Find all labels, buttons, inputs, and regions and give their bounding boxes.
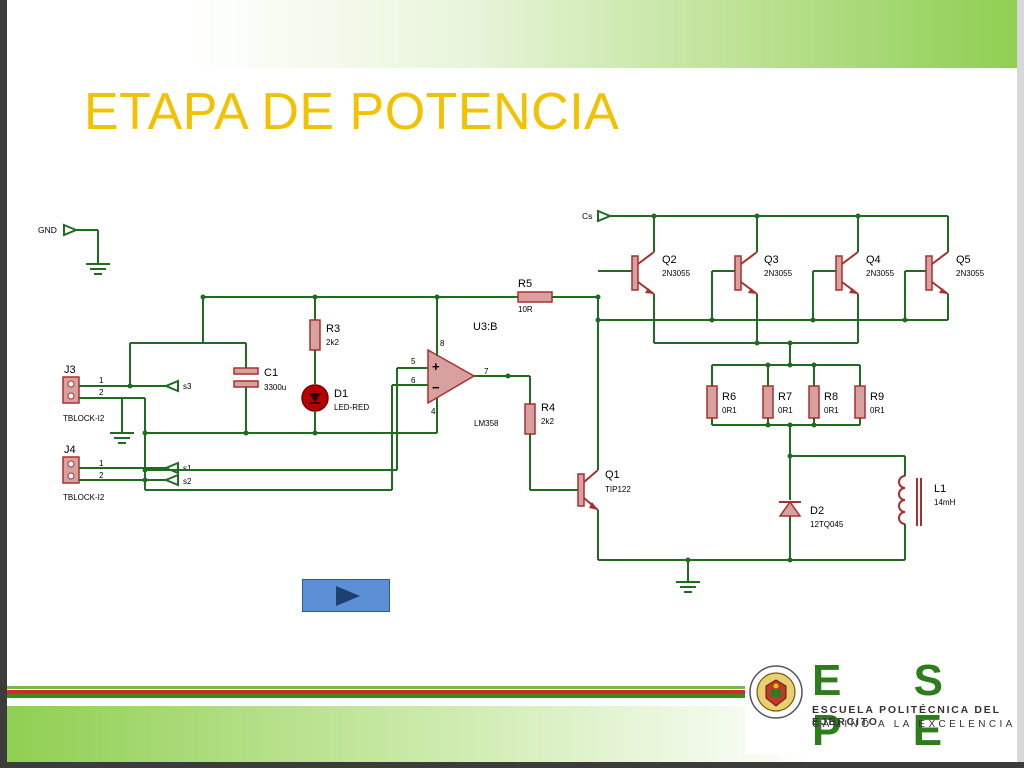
footer-stripe-green [7, 694, 747, 698]
footer-stripe-red [7, 690, 747, 694]
header-gradient-band [7, 0, 1017, 68]
q5-ref: Q5 [956, 254, 971, 266]
led-d1: D1 LED-RED [301, 384, 369, 433]
slide-title: ETAPA DE POTENCIA [84, 83, 620, 141]
frame-bottom-border [0, 762, 1024, 768]
r9-value: 0R1 [870, 406, 885, 415]
resistor-r5: R5 10R [517, 278, 598, 314]
inductor-l1: L1 14mH [898, 475, 956, 560]
j4-pin2: 2 [99, 471, 104, 480]
u3-value: LM358 [474, 419, 499, 428]
r6-value: 0R1 [722, 406, 737, 415]
espe-wordmark: E S P E [812, 656, 973, 755]
diode-d2: D2 12TQ045 [778, 456, 844, 560]
transistor-q3: Q3 2N3055 [711, 216, 793, 343]
q2-value: 2N3055 [662, 269, 691, 278]
r5-ref: R5 [518, 278, 532, 290]
s1-label: s1 [183, 464, 192, 473]
u3-pin5: 5 [411, 357, 416, 366]
r3-ref: R3 [326, 323, 340, 335]
q3-ref: Q3 [764, 254, 779, 266]
q1-ref: Q1 [605, 469, 620, 481]
footer-stripe-light-green [7, 686, 747, 689]
opamp-plus: + [432, 359, 440, 374]
u3-pin8: 8 [440, 339, 445, 348]
cs-terminal: Cs [582, 209, 948, 223]
r7-ref: R7 [778, 391, 792, 403]
gnd-terminal: GND [38, 223, 110, 275]
d2-ref: D2 [810, 505, 824, 517]
opamp-u3b: + − 5 6 7 8 4 U3:B LM358 [411, 297, 530, 433]
resistor-r8: R8 0R1 [808, 365, 839, 425]
d2-value: 12TQ045 [810, 520, 844, 529]
u3-ref: U3:B [473, 321, 497, 333]
j4-ref: J4 [64, 444, 76, 456]
connector-j3: J3 1 2 TBLOCK-I2 [62, 364, 105, 423]
resistor-r4: R4 2k2 [524, 376, 578, 491]
r6-ref: R6 [722, 391, 736, 403]
espe-seal-icon [749, 665, 803, 719]
r7-value: 0R1 [778, 406, 793, 415]
resistor-r9: R9 0R1 [854, 365, 885, 425]
r8-value: 0R1 [824, 406, 839, 415]
j4-pin1: 1 [99, 459, 104, 468]
r8-ref: R8 [824, 391, 838, 403]
r4-ref: R4 [541, 402, 555, 414]
transistor-q5: Q5 2N3055 [904, 216, 985, 320]
d1-ref: D1 [334, 388, 348, 400]
u3-pin6: 6 [411, 376, 416, 385]
d1-value: LED-RED [334, 403, 369, 412]
l1-ref: L1 [934, 483, 946, 495]
j4-value: TBLOCK-I2 [63, 493, 105, 502]
j3-value: TBLOCK-I2 [63, 414, 105, 423]
resistor-r6: R6 0R1 [706, 365, 737, 425]
c1-ref: C1 [264, 367, 278, 379]
j3-pin1: 1 [99, 376, 104, 385]
transistor-q1: Q1 TIP122 [577, 297, 631, 560]
gnd-label: GND [38, 225, 57, 235]
q4-ref: Q4 [866, 254, 881, 266]
u3-pin7: 7 [484, 367, 489, 376]
q5-value: 2N3055 [956, 269, 985, 278]
junction-dots [127, 213, 908, 563]
transistor-q2: Q2 2N3055 [598, 216, 691, 343]
q2-ref: Q2 [662, 254, 677, 266]
cs-label: Cs [582, 211, 592, 221]
frame-left-border [0, 0, 7, 768]
r4-value: 2k2 [541, 417, 554, 426]
espe-institution-name: ESCUELA POLITÉCNICA DEL EJÉRCITO [812, 704, 1001, 728]
opamp-minus: − [432, 380, 440, 395]
j3-ref: J3 [64, 364, 76, 376]
q1-value: TIP122 [605, 485, 631, 494]
l1-value: 14mH [934, 498, 956, 507]
connector-j4: J4 1 2 TBLOCK-I2 [62, 444, 105, 502]
frame-right-border [1017, 0, 1024, 768]
transistor-q4: Q4 2N3055 [812, 216, 895, 343]
r5-value: 10R [518, 305, 533, 314]
q3-value: 2N3055 [764, 269, 793, 278]
r3-value: 2k2 [326, 338, 339, 347]
s3-label: s3 [183, 382, 192, 391]
j3-pin2: 2 [99, 388, 104, 397]
espe-motto: CAMINO A LA EXCELENCIA [812, 719, 1016, 730]
resistor-r3: R3 2k2 [309, 297, 340, 384]
resistor-r7: R7 0R1 [762, 365, 793, 425]
play-button[interactable] [302, 579, 390, 612]
s2-label: s2 [183, 477, 192, 486]
c1-value: 3300u [264, 383, 286, 392]
play-icon [336, 586, 360, 606]
u3-pin4: 4 [431, 407, 436, 416]
capacitor-c1: C1 3300u [233, 367, 286, 433]
r9-ref: R9 [870, 391, 884, 403]
q4-value: 2N3055 [866, 269, 895, 278]
